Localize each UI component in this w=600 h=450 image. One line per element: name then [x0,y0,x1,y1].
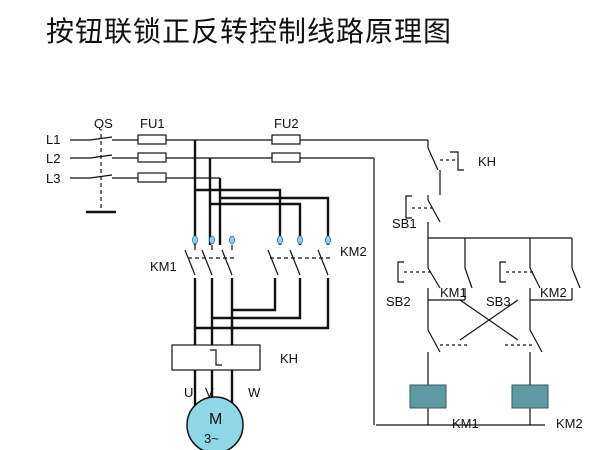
label-km2-aux: KM2 [540,285,567,300]
label-sb2: SB2 [386,294,411,309]
fu1-fuses [137,134,167,183]
qs-switch [86,134,116,214]
label-u: U [184,385,193,400]
label-km1-main: KM1 [150,259,177,274]
label-km2-coil: KM2 [556,416,583,431]
label-km2-main: KM2 [340,244,367,259]
label-w: W [248,385,261,400]
label-motor-phase: 3~ [204,431,219,446]
label-km1-coil: KM1 [452,416,479,431]
power-wiring [193,140,330,418]
label-fu1: FU1 [140,116,165,131]
label-kh-mid: KH [280,351,298,366]
labels: L1 L2 L3 QS FU1 FU2 KH SB1 KM1 KM2 KH U … [46,116,583,446]
page-title: 按钮联锁正反转控制线路原理图 [46,15,453,48]
contact-dots [192,235,331,245]
label-l1: L1 [46,132,60,147]
label-l3: L3 [46,171,60,186]
motor [186,396,244,450]
label-qs: QS [94,116,113,131]
kh-relay-block [171,344,261,371]
coils [409,384,549,409]
fu2-fuses [271,134,301,163]
label-km1-aux: KM1 [440,285,467,300]
label-motor-m: M [209,411,222,428]
label-l2: L2 [46,151,60,166]
label-v: V [205,385,214,400]
main-contacts [184,245,330,276]
label-kh-top: KH [478,154,496,169]
label-sb1: SB1 [392,216,417,231]
km2-coil [511,384,549,409]
label-fu2: FU2 [274,116,299,131]
km1-coil [409,384,447,409]
label-sb3: SB3 [486,294,511,309]
control-circuit [373,140,581,426]
